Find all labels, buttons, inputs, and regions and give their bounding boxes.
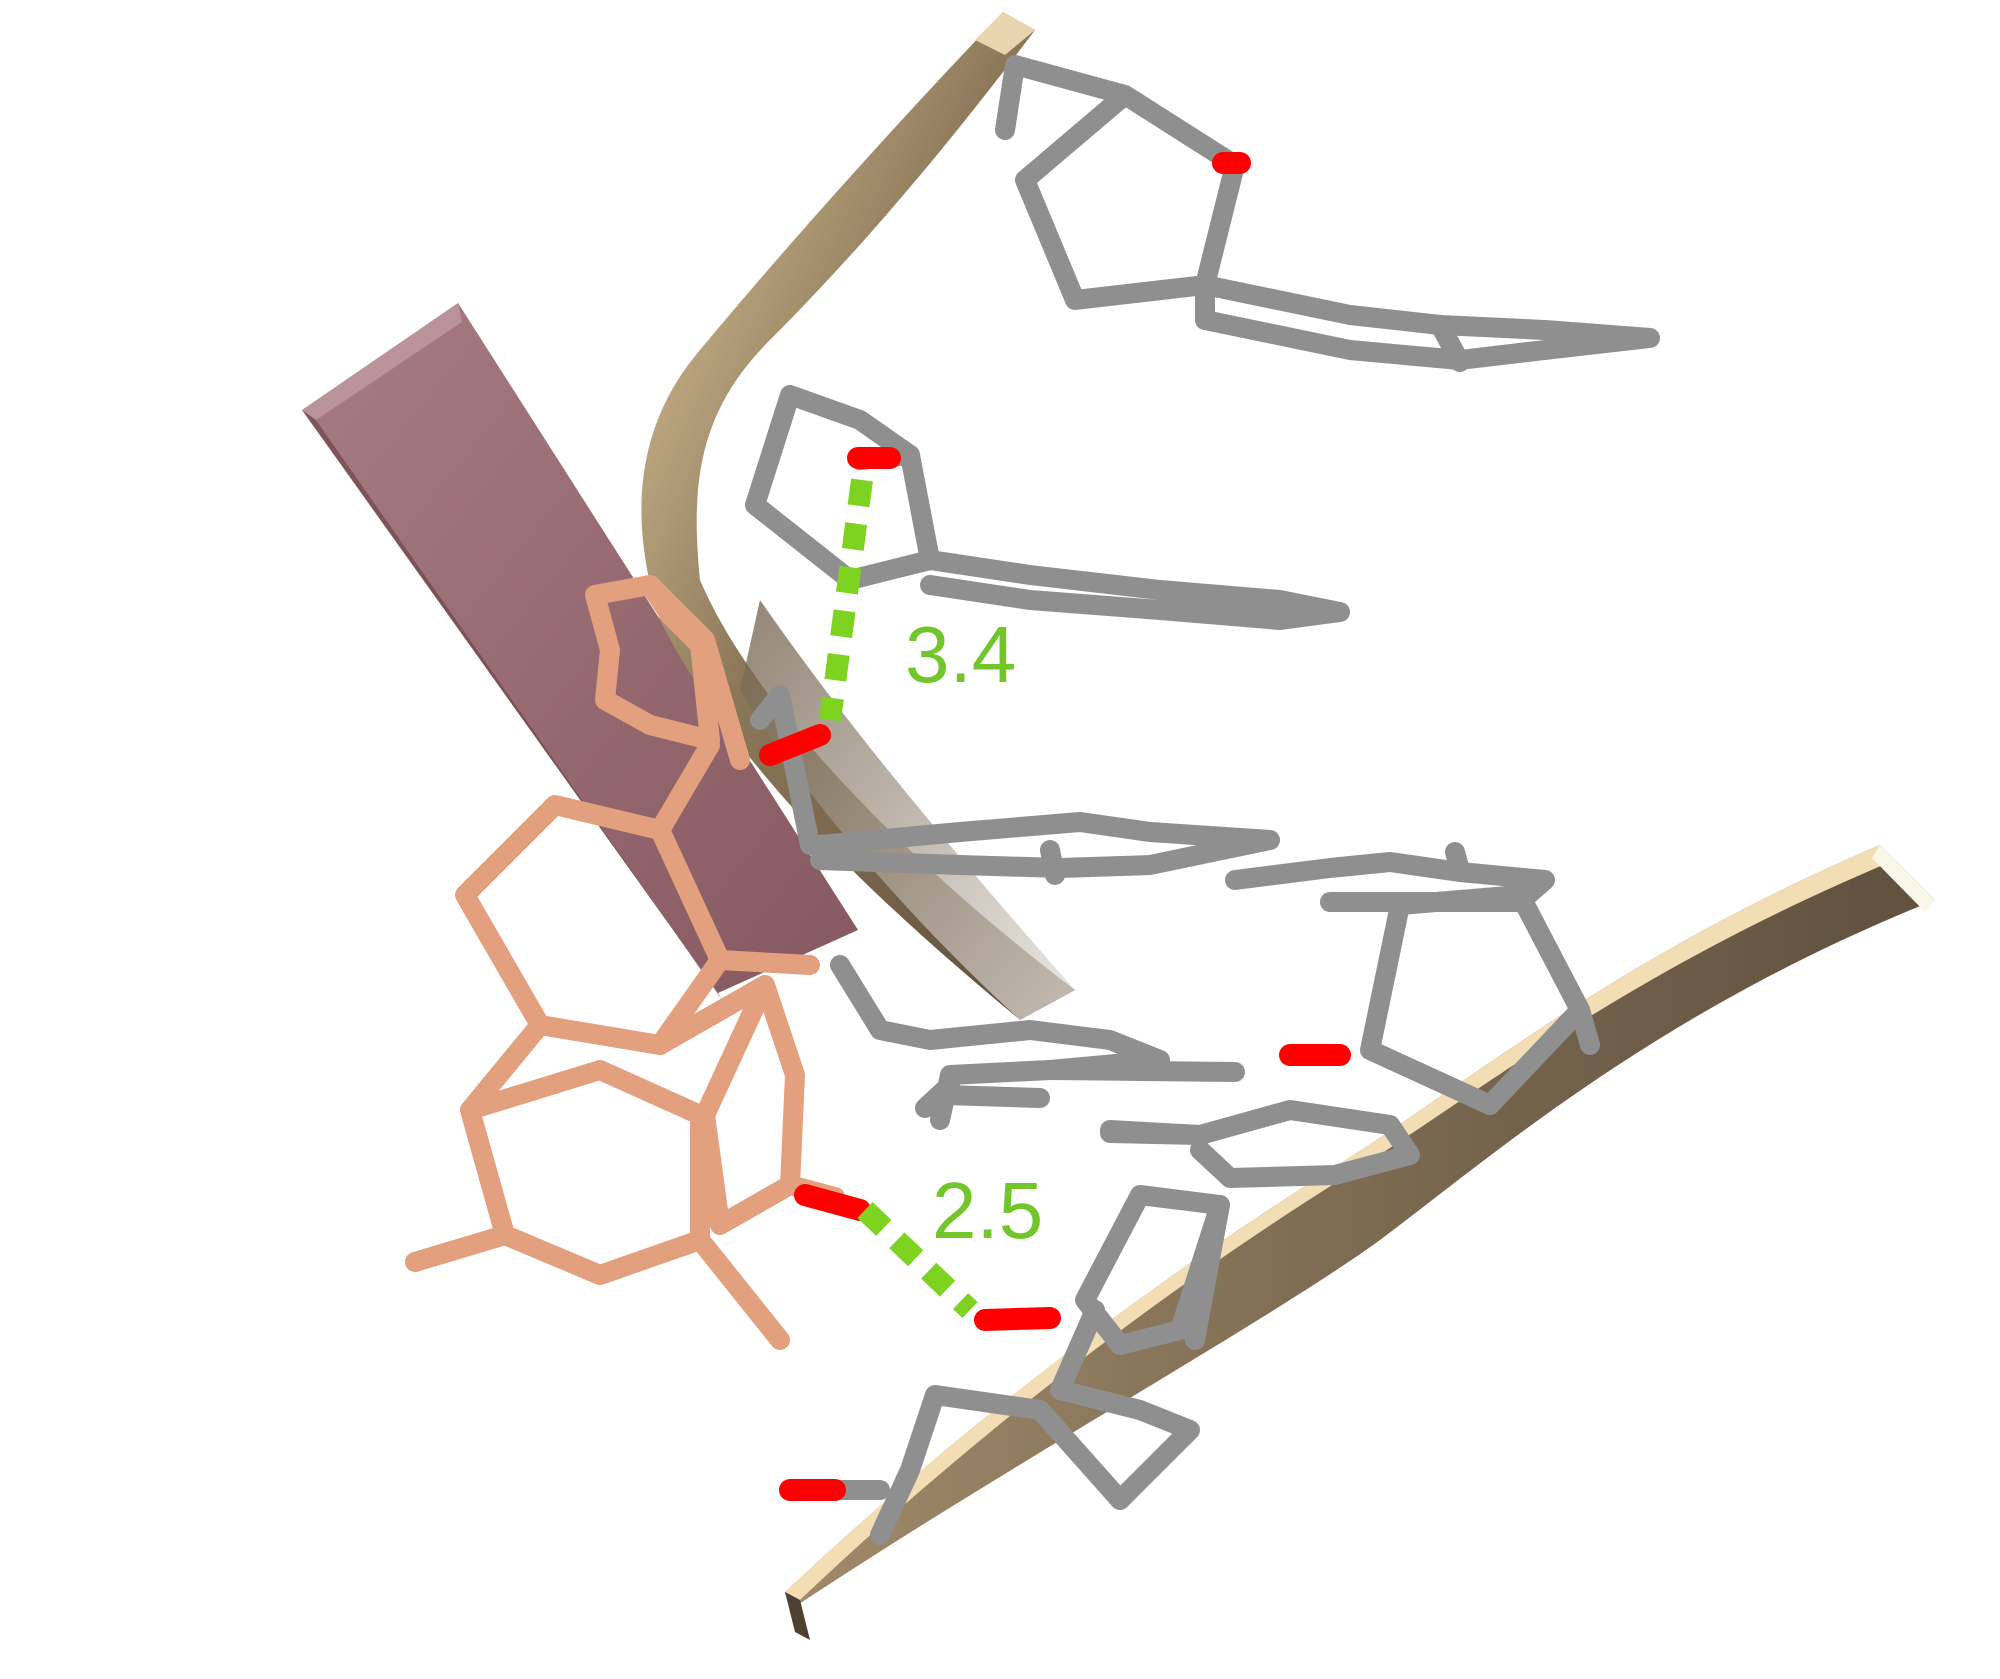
base-5: [830, 955, 1170, 1130]
base-1: [1195, 275, 1660, 370]
distance-label-2: 2.5: [932, 1166, 1043, 1255]
sugar-ring-4: [1075, 1185, 1230, 1355]
ligand-ring-bottom: [460, 1015, 710, 1285]
ligand-sticks: [405, 575, 845, 1350]
base-3: [810, 812, 1280, 878]
sugar-ring-1: [1005, 55, 1245, 310]
oxygen-atoms: [759, 152, 1351, 1501]
ligand-ring-mid: [455, 735, 730, 1055]
sugar-ring-2: [745, 385, 940, 590]
protein-beta-sheet: [302, 303, 858, 1000]
hbond-2: [857, 1202, 978, 1318]
nucleotide-sticks: [745, 55, 1660, 1545]
lower-chain: [870, 1300, 1200, 1545]
hbond-1: [819, 478, 873, 722]
base-2: [920, 550, 1350, 630]
dna-backbone-ribbon-lower: [785, 845, 1935, 1640]
hydrogen-bonds: [819, 478, 978, 1318]
base-6: [1100, 1100, 1420, 1188]
sugar-ring-3: [1360, 885, 1590, 1115]
distance-label-1: 3.4: [905, 610, 1016, 699]
linker-1: [750, 685, 820, 855]
